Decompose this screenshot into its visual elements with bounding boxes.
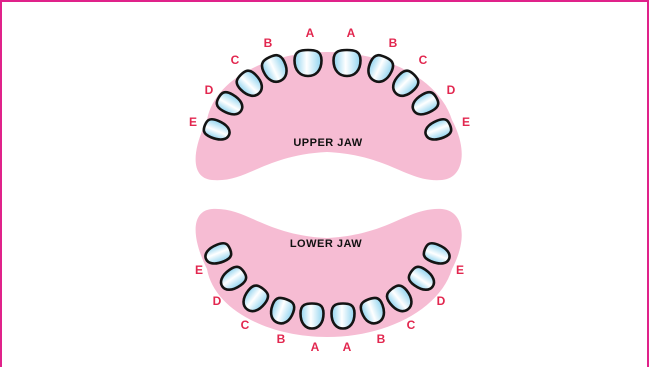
upper-tooth-letter-1: E: [189, 115, 197, 129]
upper-tooth-letter-9: D: [447, 83, 456, 97]
lower-tooth-letter-6: A: [343, 340, 352, 354]
lower-tooth-letter-9: D: [437, 294, 446, 308]
lower-jaw-label: LOWER JAW: [290, 238, 362, 250]
upper-tooth-letter-5: A: [306, 26, 315, 40]
upper-tooth-letter-8: C: [419, 53, 428, 67]
lower-tooth-letter-7: B: [377, 332, 386, 346]
upper-tooth-letter-4: B: [264, 36, 273, 50]
upper-tooth-5: [295, 50, 322, 76]
upper-gum: [196, 52, 462, 180]
upper-jaw-label: UPPER JAW: [293, 137, 362, 149]
lower-tooth-letter-4: B: [277, 332, 286, 346]
upper-tooth-letter-3: C: [231, 53, 240, 67]
lower-tooth-letter-10: E: [456, 263, 464, 277]
lower-tooth-5: [301, 304, 324, 329]
lower-tooth-letter-5: A: [311, 340, 320, 354]
upper-tooth-letter-6: A: [347, 26, 356, 40]
lower-tooth-6: [332, 304, 355, 329]
lower-tooth-letter-1: E: [195, 263, 203, 277]
upper-tooth-letter-10: E: [462, 115, 470, 129]
lower-tooth-letter-3: C: [241, 318, 250, 332]
upper-tooth-letter-2: D: [205, 83, 214, 97]
upper-tooth-letter-7: B: [389, 36, 398, 50]
upper-tooth-6: [334, 50, 361, 76]
lower-tooth-letter-2: D: [213, 294, 222, 308]
lower-tooth-letter-8: C: [407, 318, 416, 332]
